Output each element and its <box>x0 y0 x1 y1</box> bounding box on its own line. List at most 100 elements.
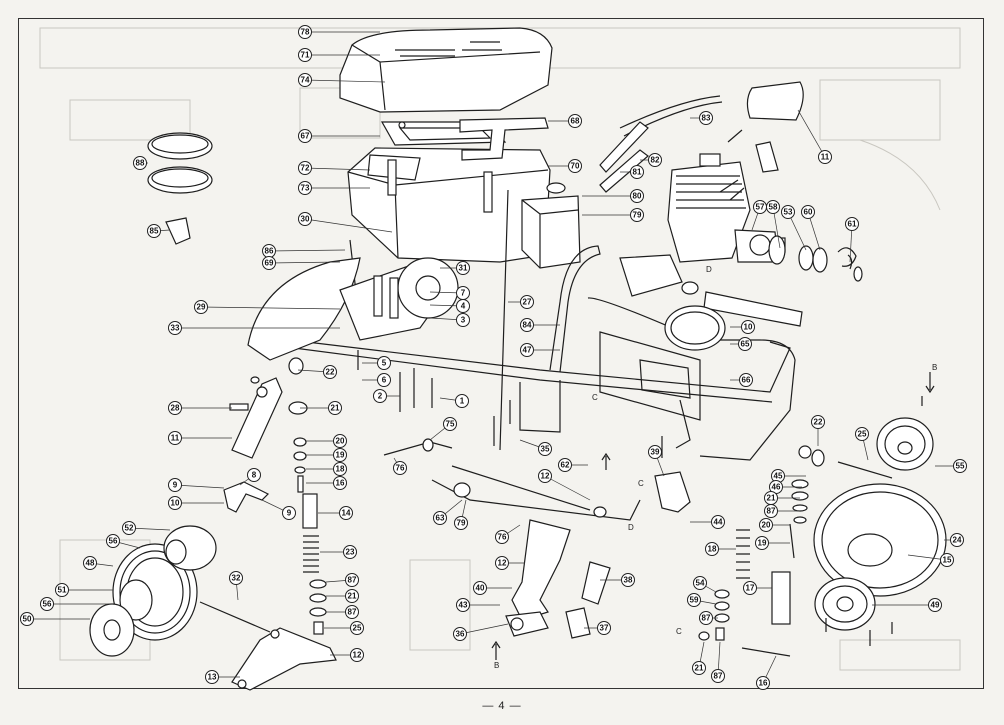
callout-number: 78 <box>301 28 310 37</box>
callout-35: 35 <box>538 442 552 456</box>
callout-circle <box>928 598 942 612</box>
lower-a-arm <box>231 627 337 691</box>
callout-number: 12 <box>498 559 507 568</box>
callout-82: 82 <box>648 153 662 167</box>
servo-saver-assembly <box>505 519 611 639</box>
rear-wheel <box>814 417 934 631</box>
callout-44: 44 <box>711 515 725 529</box>
callout-circle <box>648 445 662 459</box>
callout-circle <box>739 373 753 387</box>
callout-number: 66 <box>742 376 751 385</box>
leader-line <box>174 484 225 489</box>
callout-number: 18 <box>336 465 345 474</box>
callout-30: 30 <box>298 212 312 226</box>
callout-20: 20 <box>759 518 773 532</box>
callout-number: 59 <box>690 596 699 605</box>
callout-61: 61 <box>845 217 859 231</box>
callout-11: 11 <box>818 150 832 164</box>
callout-number: 15 <box>943 556 952 565</box>
callout-number: 18 <box>708 545 717 554</box>
callout-circle <box>456 598 470 612</box>
callout-circle <box>456 313 470 327</box>
callout-84: 84 <box>520 318 534 332</box>
callout-60: 60 <box>801 205 815 219</box>
leader-line <box>304 218 393 233</box>
upper-arm-link <box>223 481 270 513</box>
callout-number: 12 <box>353 651 362 660</box>
callout-39: 39 <box>648 445 662 459</box>
callout-circle <box>168 496 182 510</box>
callout-55: 55 <box>953 459 967 473</box>
marker-b-top: B <box>932 363 937 372</box>
callout-circle <box>811 415 825 429</box>
callout-number: 22 <box>814 418 823 427</box>
callout-number: 55 <box>956 462 965 471</box>
callout-number: 61 <box>848 220 857 229</box>
callout-57: 57 <box>753 200 767 214</box>
callout-number: 52 <box>125 524 134 533</box>
callout-number: 7 <box>461 289 466 298</box>
callout-number: 11 <box>171 434 180 443</box>
clutch-parts <box>768 235 863 282</box>
callout-number: 27 <box>523 298 532 307</box>
callout-29: 29 <box>194 300 208 314</box>
callout-circle <box>168 401 182 415</box>
callout-9: 9 <box>168 478 182 492</box>
callout-36: 36 <box>453 627 467 641</box>
page-border <box>18 18 984 689</box>
callout-79: 79 <box>454 516 468 530</box>
callout-circle <box>520 318 534 332</box>
callout-circle <box>298 48 312 62</box>
callout-number: 49 <box>931 601 940 610</box>
callout-circle <box>339 506 353 520</box>
callout-number: 76 <box>498 533 507 542</box>
direction-markers <box>491 372 935 660</box>
callout-circle <box>298 73 312 87</box>
callout-14: 14 <box>339 506 353 520</box>
callout-circle <box>495 530 509 544</box>
callout-number: 86 <box>265 247 274 256</box>
callout-circle <box>333 434 347 448</box>
callout-31: 31 <box>456 261 470 275</box>
callout-circle <box>741 320 755 334</box>
callout-number: 56 <box>43 600 52 609</box>
callout-number: 72 <box>301 164 310 173</box>
callout-number: 21 <box>767 494 776 503</box>
sprocket-background <box>664 305 726 351</box>
callout-23: 23 <box>343 545 357 559</box>
callout-19: 19 <box>755 536 769 550</box>
callout-circle <box>262 256 276 270</box>
callout-number: 58 <box>769 203 778 212</box>
callout-circle <box>597 621 611 635</box>
callout-circle <box>845 217 859 231</box>
callout-number: 47 <box>523 346 532 355</box>
callout-circle <box>168 431 182 445</box>
callout-circle <box>454 516 468 530</box>
callout-circle <box>621 573 635 587</box>
callout-number: 68 <box>571 117 580 126</box>
callout-circle <box>168 478 182 492</box>
callout-number: 76 <box>396 464 405 473</box>
callout-number: 85 <box>150 227 159 236</box>
page-number: — 4 — <box>482 700 522 712</box>
leader-line <box>544 475 591 501</box>
callout-number: 70 <box>571 162 580 171</box>
callout-circle <box>953 459 967 473</box>
callout-number: 36 <box>456 630 465 639</box>
callout-circle <box>247 468 261 482</box>
callout-number: 4 <box>461 302 466 311</box>
callout-number: 5 <box>382 359 387 368</box>
callout-circle <box>538 442 552 456</box>
front-shock-absorber <box>293 437 327 635</box>
callout-54: 54 <box>693 576 707 590</box>
exhaust-pipe-and-muffler <box>599 81 804 193</box>
callout-number: 10 <box>744 323 753 332</box>
callout-66: 66 <box>739 373 753 387</box>
callout-number: 19 <box>336 451 345 460</box>
leader-line <box>459 623 509 635</box>
callout-circle <box>122 521 136 535</box>
callout-20: 20 <box>333 434 347 448</box>
callout-79: 79 <box>630 208 644 222</box>
callout-circle <box>345 589 359 603</box>
